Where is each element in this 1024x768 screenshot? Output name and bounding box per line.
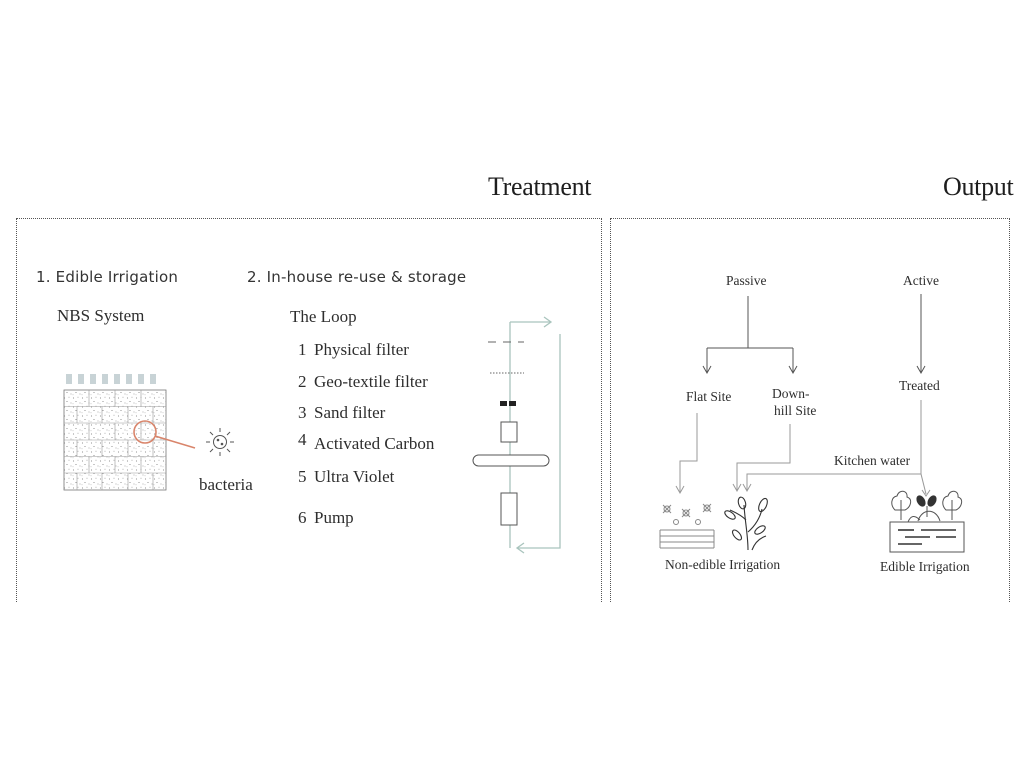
bacteria-icon [206,428,234,456]
ultra-violet-icon [472,454,550,467]
output-flow-lines [702,294,926,375]
activated-carbon-icon [500,421,518,443]
flower-icon [662,503,712,525]
tree-icon [891,490,963,520]
passive-label: Passive [726,273,767,288]
flat-site-label: Flat Site [686,389,732,404]
plant-icon [724,496,768,551]
output-panel [610,218,1010,602]
nbs-tile-grid [63,374,167,491]
downhill-site-label-line2: hill Site [774,403,817,418]
active-label: Active [903,273,939,288]
in-house-reuse-heading: 2. In-house re-use & storage [247,268,467,286]
non-edible-irrigation-label: Non-edible Irrigation [665,557,781,572]
edible-irrigation-icon [889,490,965,553]
edible-irrigation-heading: 1. Edible Irrigation [36,268,179,286]
treatment-panel [16,218,602,602]
bacteria-label: bacteria [199,475,253,494]
tile-top-bars [66,374,156,384]
sand-filter-icon [500,401,516,406]
output-grey-lines [675,400,931,497]
magnifier-callout [133,420,196,449]
sprout-icon [916,495,937,507]
nbs-system-label: NBS System [57,306,145,325]
treated-label: Treated [899,378,940,393]
kitchen-water-label: Kitchen water [834,453,911,468]
treatment-title: Treatment [488,172,592,201]
output-title: Output [943,172,1014,201]
loop-diagram [472,316,561,554]
pump-icon [500,492,518,526]
the-loop-label: The Loop [290,307,357,326]
edible-irrigation-label: Edible Irrigation [880,559,970,574]
downhill-site-label-line1: Down- [772,386,810,401]
non-edible-irrigation-icon [659,503,715,549]
